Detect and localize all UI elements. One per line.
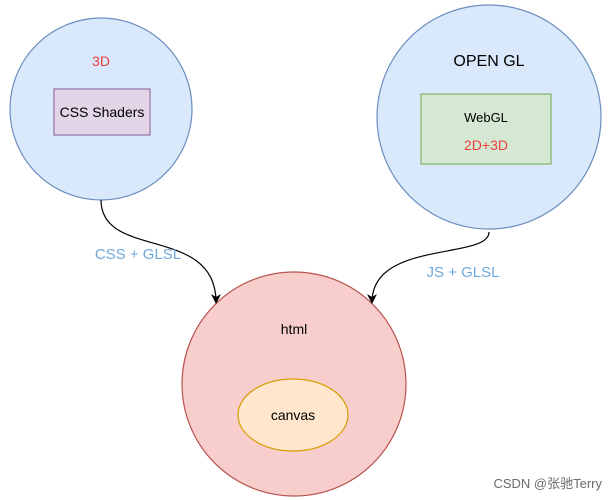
css-shaders-label: CSS Shaders [60, 104, 145, 120]
canvas-label: canvas [271, 407, 315, 423]
opengl-node[interactable]: OPEN GL WebGL 2D+3D [376, 4, 602, 230]
edge-js-glsl-label: JS + GLSL [427, 264, 500, 281]
webgl-box[interactable] [420, 93, 552, 165]
edge-css-to-html [100, 199, 221, 304]
css-3d-label: 3D [92, 53, 110, 69]
css-3d-node[interactable]: 3D CSS Shaders [9, 17, 193, 201]
webgl-label: WebGL [464, 110, 508, 125]
canvas-ellipse[interactable] [237, 378, 349, 452]
watermark-text: CSDN @张驰Terry [493, 476, 602, 491]
edge-css-glsl-label: CSS + GLSL [95, 246, 181, 263]
html-label: html [281, 321, 307, 337]
webgl-sub-label: 2D+3D [464, 137, 508, 153]
edge-js-to-html [367, 231, 490, 304]
opengl-label: OPEN GL [453, 53, 524, 70]
css-shaders-box[interactable] [53, 88, 151, 136]
html-node[interactable]: html canvas [181, 271, 407, 497]
